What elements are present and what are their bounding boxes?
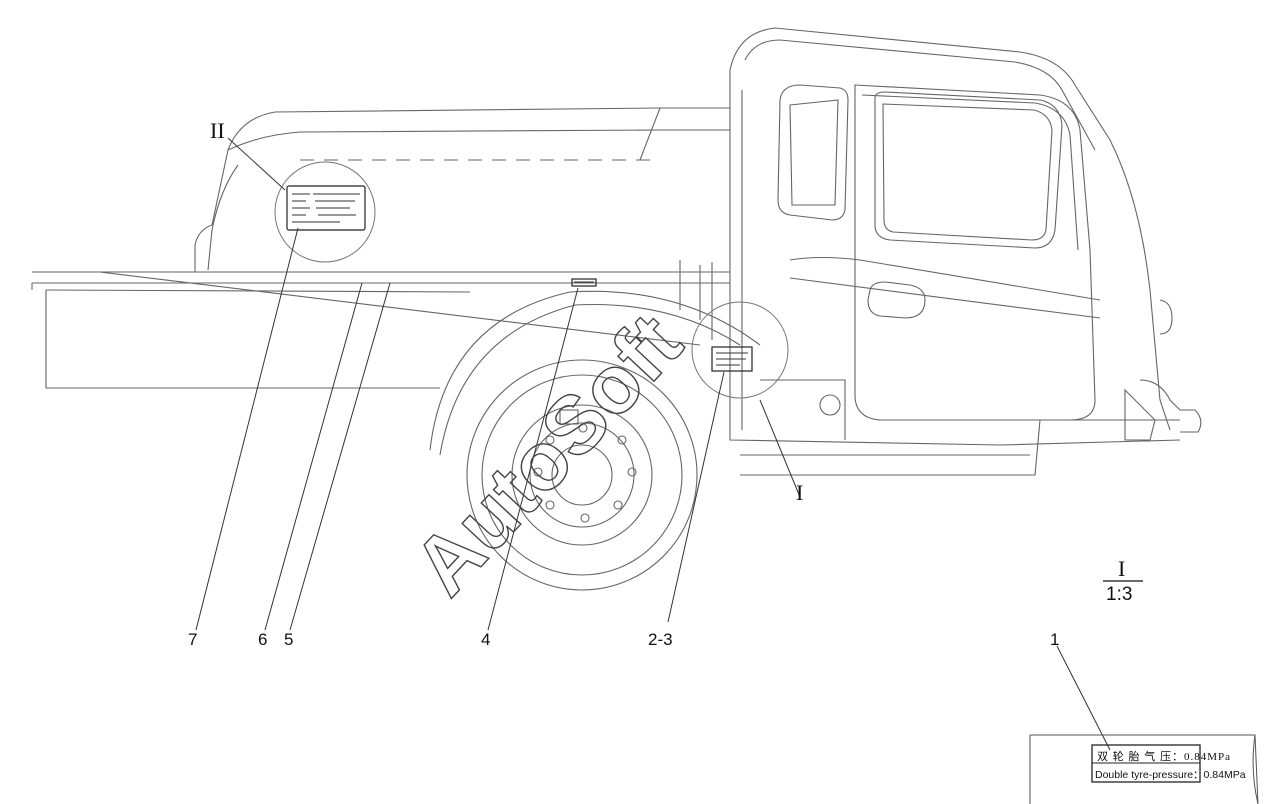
cab-outline [729, 27, 1171, 431]
door-window [874, 91, 1063, 249]
cargo-box-outline [194, 107, 730, 272]
detail-circle-ii [274, 161, 376, 263]
leader-2-3 [667, 371, 725, 623]
callout-6: 6 [258, 630, 268, 649]
callout-1: 1 [1050, 630, 1060, 649]
leader-1 [1056, 645, 1111, 751]
pressure-label-en: Double tyre-pressure：0.84MPa [1095, 769, 1246, 781]
rear-wheel [466, 359, 698, 591]
scale-ratio: 1:3 [1106, 584, 1133, 605]
leader-detail-ii [227, 137, 286, 191]
detail-circle-i [691, 301, 789, 399]
cab-door [854, 84, 1096, 421]
leader-7 [195, 227, 299, 631]
callout-7: 7 [188, 630, 198, 649]
leader-4 [487, 287, 579, 631]
scale-detail-mark: I [1118, 556, 1126, 581]
frame-label [571, 278, 597, 287]
side-label [711, 346, 753, 372]
leader-5 [289, 282, 391, 631]
leader-6 [264, 282, 363, 631]
detail-mark-ii: II [210, 118, 225, 143]
detail-mark-i: I [796, 480, 804, 505]
callout-5: 5 [284, 630, 294, 649]
pressure-label-cn: 双 轮 胎 气 压：0.84MPa [1097, 751, 1232, 763]
fender [429, 290, 761, 451]
callout-4: 4 [481, 630, 491, 649]
leader-detail-i [759, 399, 801, 498]
cargo-plate-label [286, 185, 366, 231]
callout-2-3: 2-3 [648, 630, 673, 649]
